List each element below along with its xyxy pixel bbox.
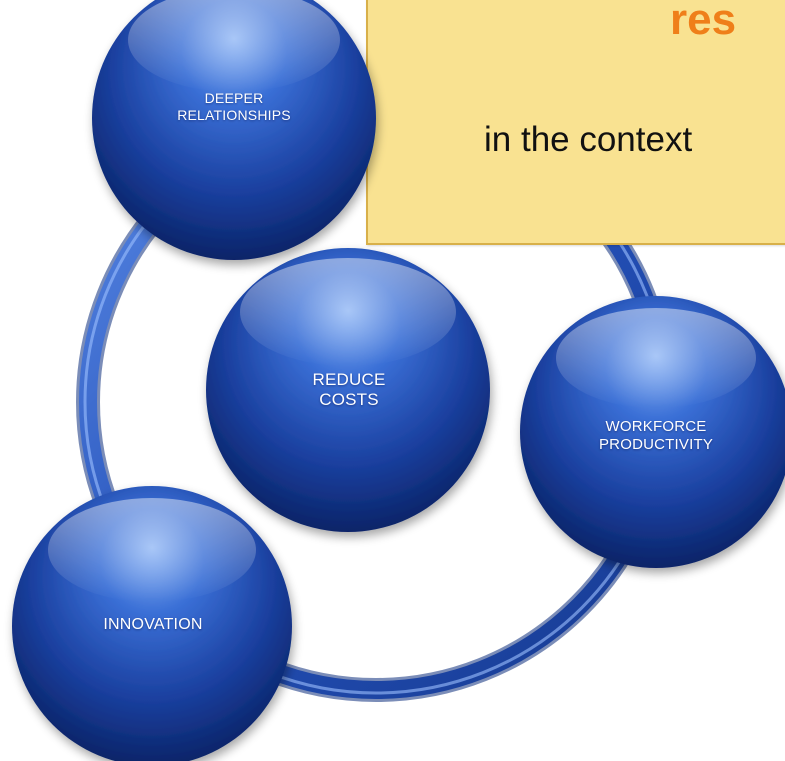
orb-reduce-costs — [206, 248, 490, 532]
label-line: INNOVATION — [103, 616, 203, 633]
label-line: RELATIONSHIPS — [177, 106, 291, 123]
orb-deeper-relationships — [92, 0, 376, 260]
label-line: DEEPER — [204, 90, 264, 106]
callout-body-text: in the context — [484, 120, 693, 159]
orb-innovation — [12, 486, 292, 761]
label-line: PRODUCTIVITY — [598, 435, 714, 453]
label-reduce-costs: REDUCE COSTS — [313, 370, 386, 410]
label-innovation: INNOVATION — [103, 616, 202, 635]
label-line: REDUCE — [312, 370, 386, 389]
orb-workforce-productivity — [520, 296, 785, 568]
label-workforce-productivity: WORKFORCE PRODUCTIVITY — [599, 418, 713, 453]
callout-heading: res — [670, 0, 737, 44]
label-line: COSTS — [319, 390, 379, 410]
callout-box: res in the context — [366, 0, 785, 245]
label-line: WORKFORCE — [605, 418, 707, 435]
label-deeper-relationships: DEEPER RELATIONSHIPS — [177, 90, 291, 123]
